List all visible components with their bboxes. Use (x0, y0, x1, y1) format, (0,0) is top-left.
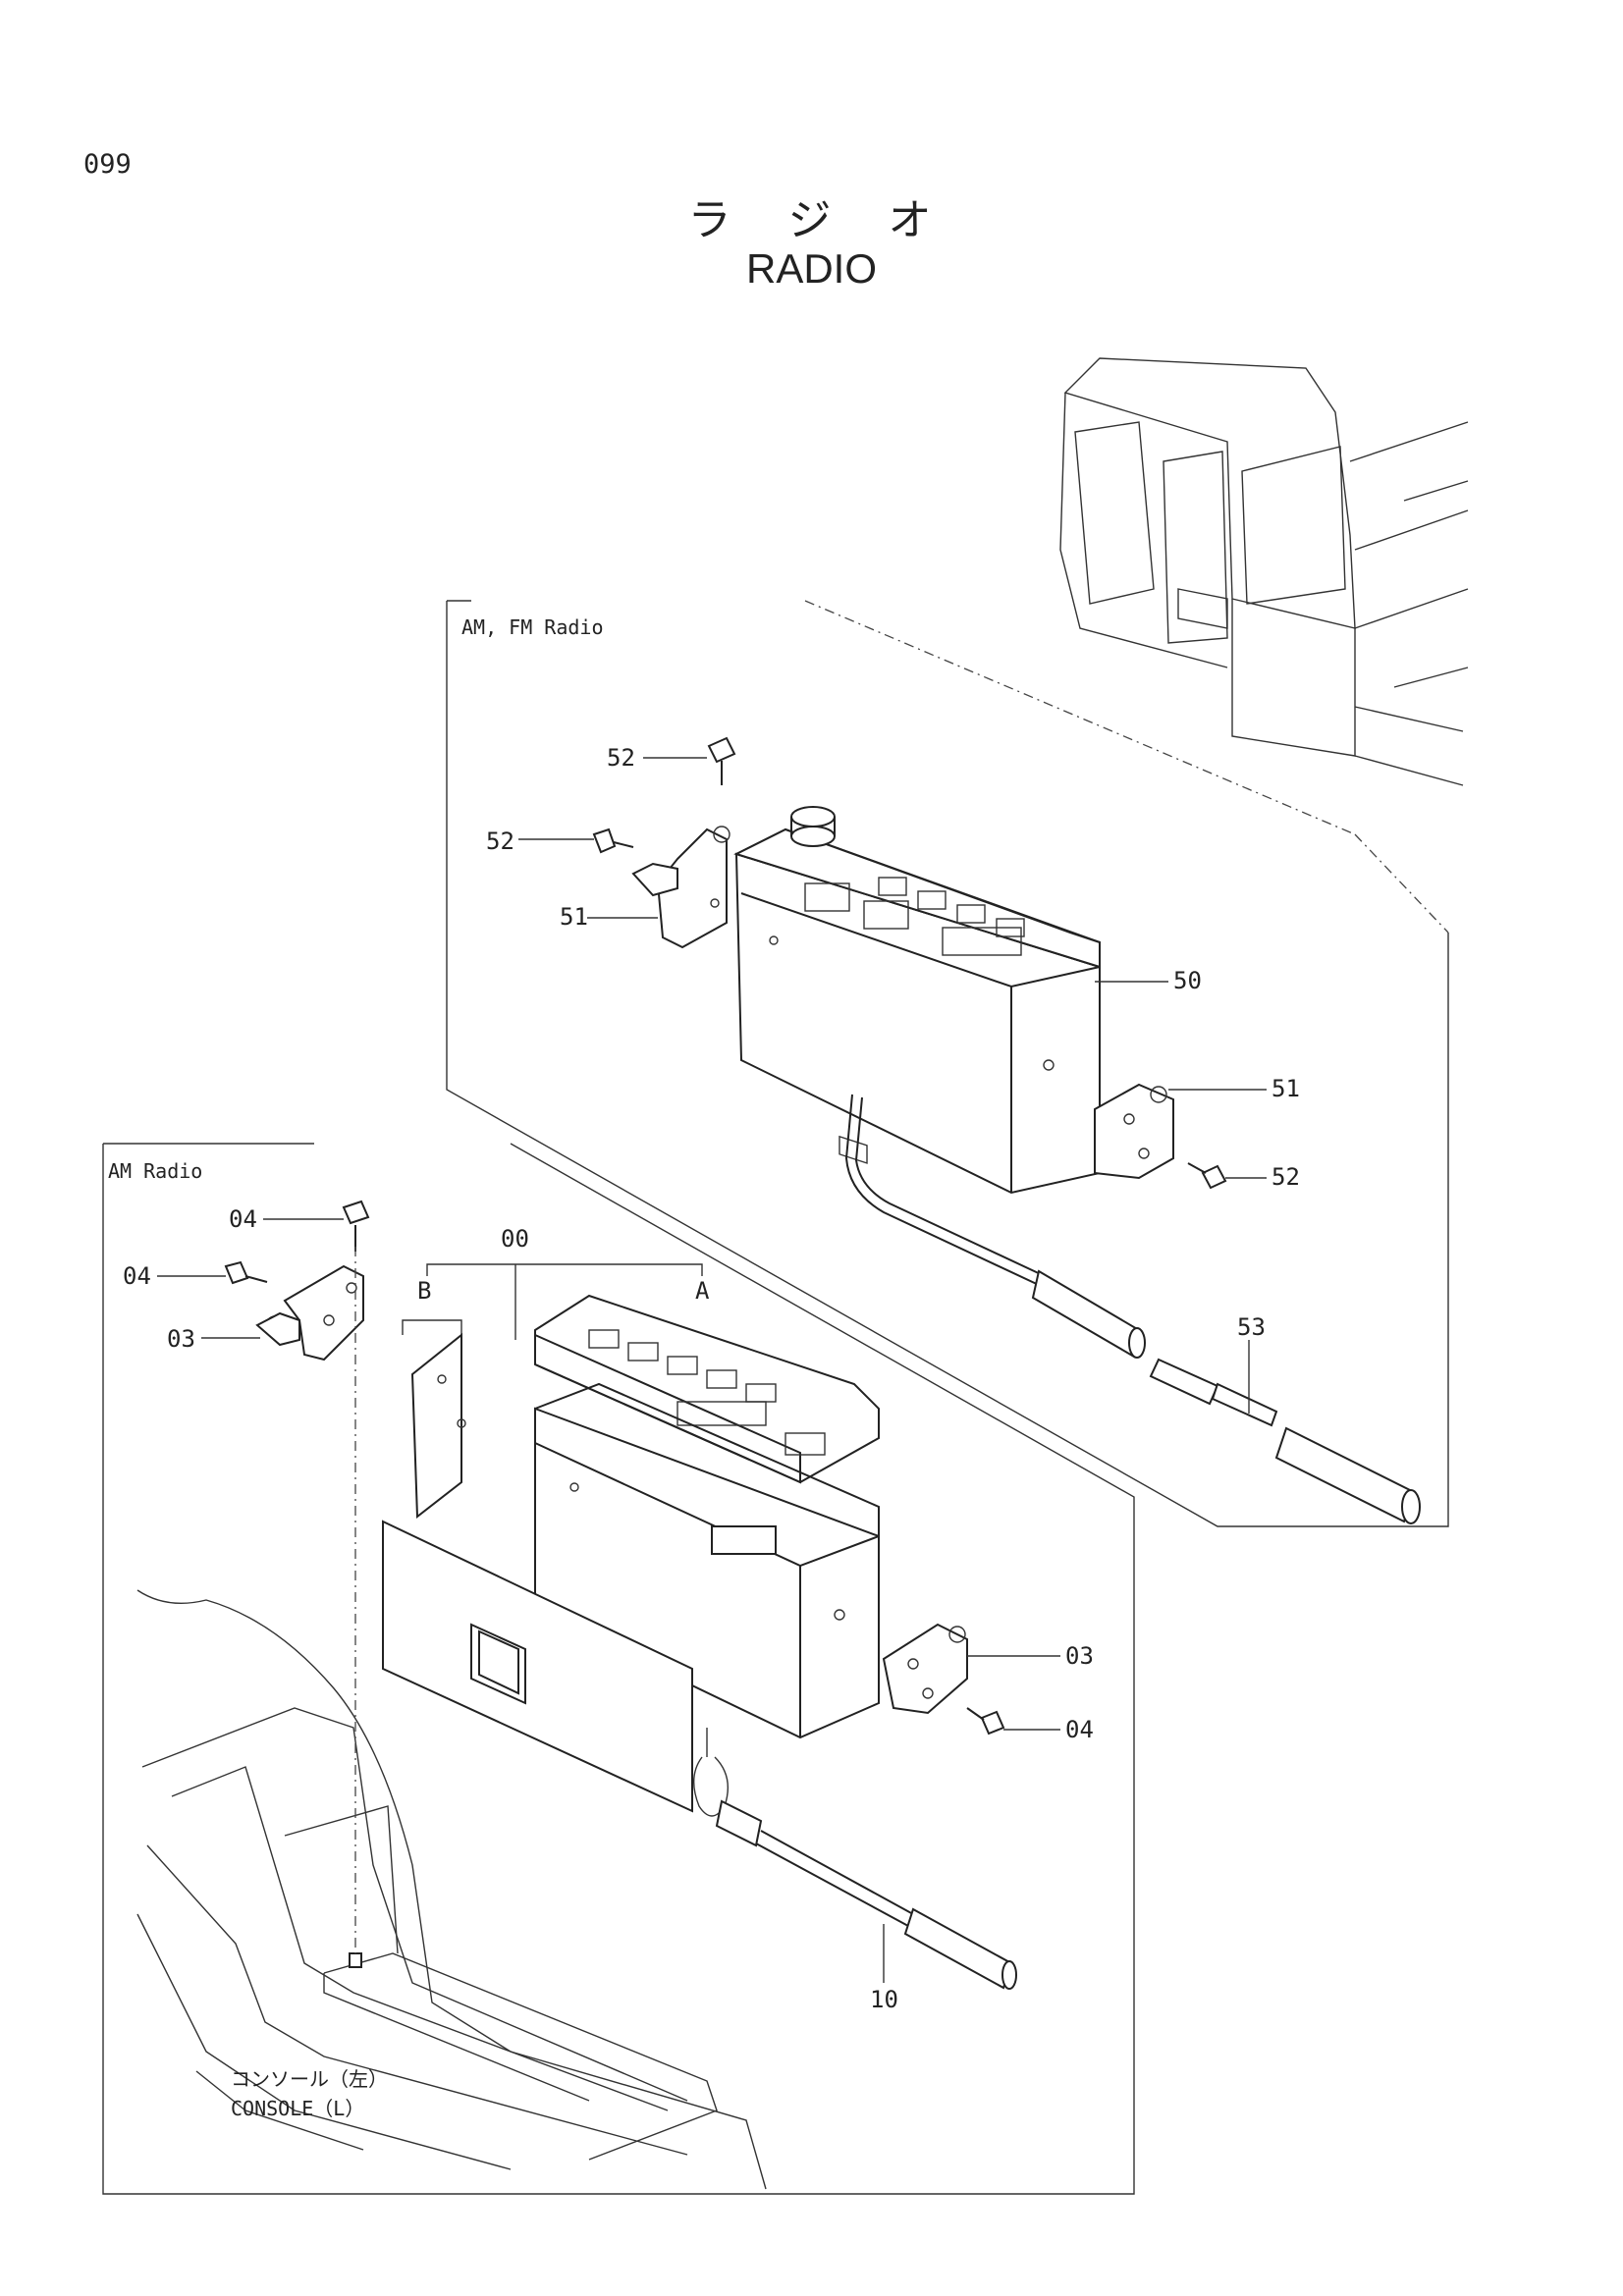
callout-a: A (695, 1277, 710, 1305)
console-left-outline (136, 1589, 767, 2190)
title-english: RADIO (745, 245, 877, 292)
callout-51-left: 51 (560, 903, 588, 931)
bolt-52-left (592, 828, 634, 854)
callout-04-right: 04 (1065, 1716, 1094, 1743)
callout-04-left: 04 (123, 1262, 151, 1290)
mounting-plate-b (410, 1332, 466, 1519)
antenna-lead-cable (844, 1094, 1146, 1359)
callout-b: B (417, 1277, 431, 1305)
am-bracket-left (255, 1264, 364, 1362)
callout-03-left: 03 (167, 1325, 195, 1353)
callout-00: 00 (501, 1225, 529, 1253)
callout-51-right: 51 (1271, 1075, 1300, 1102)
excavator-cab-outline (1059, 357, 1469, 786)
callout-52-right: 52 (1271, 1163, 1300, 1191)
title-japanese: ラ ジ オ (687, 195, 953, 245)
bolt-04-right (966, 1707, 1005, 1735)
blank-cover-panel (382, 1520, 693, 1813)
callout-leaders (157, 757, 1267, 1983)
page-number: 099 (83, 149, 132, 180)
callout-04-top: 04 (229, 1205, 257, 1233)
callout-03-right: 03 (1065, 1642, 1094, 1670)
bolt-04-top (342, 1200, 370, 1252)
console-label-english: CONSOLE（L） (231, 2097, 364, 2120)
bolt-52-right (1187, 1162, 1227, 1190)
am-radio-group: AM Radio (102, 1143, 1135, 2195)
antenna-lead-10 (693, 1728, 1017, 1990)
am-radio-group-label: AM Radio (108, 1159, 202, 1183)
callout-52-top: 52 (607, 744, 635, 772)
amfm-radio-group-label: AM, FM Radio (461, 615, 604, 639)
amfm-bracket-left (631, 826, 730, 949)
amfm-radio-group: AM, FM Radio (446, 600, 1449, 1527)
callout-50: 50 (1173, 967, 1202, 994)
callout-53: 53 (1237, 1313, 1266, 1341)
callout-52-left: 52 (486, 828, 514, 855)
amfm-radio-unit (733, 806, 1101, 1195)
am-radio-body (534, 1382, 880, 1739)
antenna-connector-53 (1149, 1358, 1421, 1524)
console-label-japanese: コンソール（左） (231, 2067, 388, 2091)
am-radio-faceplate (534, 1294, 880, 1484)
am-bracket-right (882, 1623, 968, 1715)
callout-10: 10 (870, 1986, 898, 2013)
bolt-04-left (224, 1260, 268, 1285)
bolt-52-top (707, 736, 736, 785)
amfm-bracket-right (1094, 1083, 1174, 1180)
